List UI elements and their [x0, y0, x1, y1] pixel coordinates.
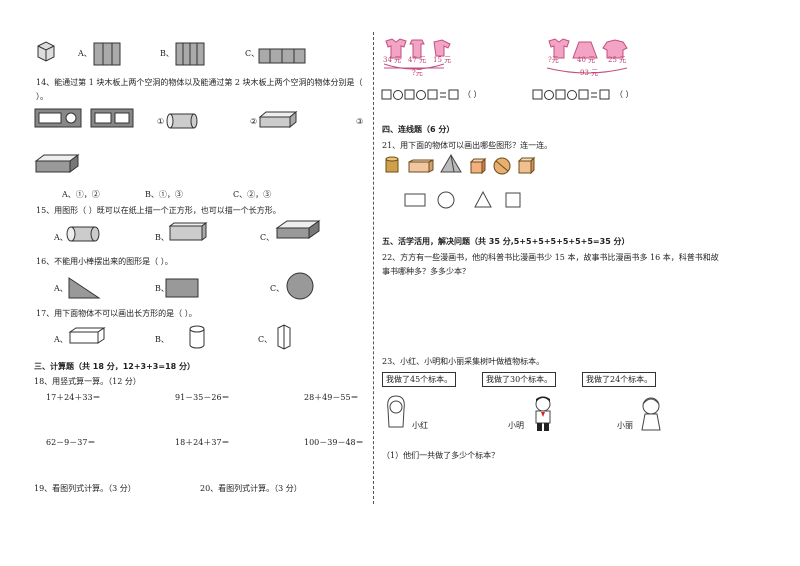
- q14-close: ）。: [36, 92, 48, 101]
- q22-line2: 事书哪种多？多多少本？: [382, 267, 470, 276]
- q14-circled-2: ②: [250, 117, 258, 126]
- name-xiaohong: 小红: [412, 421, 428, 430]
- wire-cuboid-icon: [68, 327, 106, 344]
- shapes-row: [404, 190, 521, 209]
- q14-circled-1: ①: [157, 117, 165, 126]
- column-divider: [373, 32, 374, 504]
- q13-option-c[interactable]: C、: [245, 49, 260, 58]
- section3-title: 三、计算题（共 18 分，12+3+3=18 分）: [34, 362, 195, 371]
- q17-option-c[interactable]: C、: [258, 335, 273, 344]
- bubble-xiaohong: 我做了45个标本。: [382, 372, 457, 387]
- price-right-3: 25 元: [608, 56, 627, 64]
- boy-xiaoming-icon: [535, 396, 551, 431]
- q13-option-b[interactable]: B、: [160, 49, 174, 58]
- q17-option-b[interactable]: B、: [155, 335, 169, 344]
- equation-frame-left: [381, 89, 459, 100]
- q18-problem-2: 91－35－26＝: [175, 393, 230, 402]
- wire-prism-icon: [277, 324, 291, 350]
- long-box-icon: [34, 154, 80, 173]
- flat-box-icon: [275, 220, 321, 239]
- q23-sub1: （1）他们一共做了多少个标本？: [382, 451, 500, 460]
- q22-line1: 22、方方有一些漫画书，他的科普书比漫画书少 15 本，故事书比漫画书多 16 …: [382, 253, 719, 262]
- q18-problem-4: 62－9－37＝: [46, 438, 96, 447]
- unfolded-net-a-icon: [93, 42, 121, 66]
- q15-option-a[interactable]: A、: [54, 233, 68, 242]
- girl-xiaoli-icon: [641, 397, 661, 431]
- q16-option-b[interactable]: B、: [155, 284, 169, 293]
- q16-text: 16、不能用小棒摆出来的图形是（ ）。: [36, 257, 173, 266]
- price-left-2: 47 元: [408, 56, 427, 64]
- q18-problem-3: 28＋49－55＝: [304, 393, 359, 402]
- q18-problem-6: 100－39－48＝: [304, 438, 364, 447]
- q14-option-c[interactable]: C、②，③: [233, 190, 272, 199]
- box-icon: [469, 157, 487, 175]
- bubble-xiaoli: 我做了24个标本。: [582, 372, 657, 387]
- q19-text: 19、看图列式计算。（3 分）: [34, 484, 136, 493]
- name-xiaoming: 小明: [508, 421, 524, 430]
- q14-option-b[interactable]: B、①，③: [145, 190, 183, 199]
- q17-text: 17、用下面物体不可以画出长方形的是（ ）。: [36, 309, 197, 318]
- q15-option-b[interactable]: B、: [155, 233, 169, 242]
- cylinder-icon: [166, 113, 198, 129]
- ball-icon: [493, 157, 511, 175]
- clothing-right-icon: [546, 38, 628, 74]
- q16-option-c[interactable]: C、: [270, 284, 285, 293]
- q21-text: 21、用下面的物体可以画出哪些图形？连一连。: [382, 141, 553, 150]
- bubble-xiaoming: 我做了30个标本。: [482, 372, 557, 387]
- q18-problem-5: 18＋24＋37＝: [175, 438, 230, 447]
- name-xiaoli: 小丽: [617, 421, 633, 430]
- board-2-icon: [90, 108, 134, 128]
- wire-cylinder-icon: [189, 325, 205, 349]
- q17-option-a[interactable]: A、: [54, 335, 68, 344]
- price-left-total: ?元: [412, 69, 423, 77]
- price-left-3: 15 元: [433, 56, 452, 64]
- circle-icon: [286, 272, 314, 300]
- q13-option-a[interactable]: A、: [78, 49, 92, 58]
- book-icon: [408, 159, 434, 173]
- q18-problem-1: 17＋24＋33＝: [46, 393, 101, 402]
- triangle-icon: [68, 277, 101, 299]
- cube-icon: [37, 41, 55, 62]
- unfolded-net-b-icon: [175, 42, 205, 66]
- section5-title: 五、活学活用，解决问题（共 35 分,5+5+5+5+5+5+5=35 分）: [382, 237, 630, 246]
- price-right-total: 93 元: [580, 69, 599, 77]
- price-right-2: 40 元: [577, 56, 596, 64]
- equation-paren-right[interactable]: （ ）: [615, 90, 634, 99]
- pyramid-icon: [440, 154, 462, 173]
- q15-text: 15、用图形（ ）既可以在纸上描一个正方形，也可以描一个长方形。: [36, 206, 281, 215]
- flat-box-icon: [258, 110, 298, 129]
- girl-xiaohong-icon: [387, 395, 405, 428]
- q15-option-c[interactable]: C、: [260, 233, 275, 242]
- q14-circled-3: ③: [356, 117, 364, 126]
- cylinder-icon: [66, 226, 100, 242]
- q16-option-a[interactable]: A、: [54, 284, 68, 293]
- unfolded-net-c-icon: [258, 48, 306, 64]
- equation-paren-left[interactable]: （ ）: [463, 90, 482, 99]
- q14-text: 14、能通过第 1 块木板上两个空洞的物体以及能通过第 2 块木板上两个空洞的物…: [36, 78, 363, 87]
- price-left-1: 34 元: [383, 56, 402, 64]
- q14-option-a[interactable]: A、①，②: [62, 190, 100, 199]
- equation-frame-right: [532, 89, 610, 100]
- section4-title: 四、连线题（6 分）: [382, 125, 455, 134]
- q23-text: 23、小红、小明和小丽采集树叶做植物标本。: [382, 357, 545, 366]
- cup-icon: [385, 156, 399, 173]
- rectangle-icon: [165, 278, 199, 298]
- q18-text: 18、用竖式算一算。（12 分）: [34, 377, 141, 386]
- q20-text: 20、看图列式计算。（3 分）: [200, 484, 302, 493]
- board-1-icon: [34, 108, 82, 128]
- cube-icon: [517, 156, 536, 175]
- price-right-1: ?元: [548, 56, 559, 64]
- cuboid-icon: [168, 222, 208, 241]
- clothing-left-icon: [383, 38, 451, 70]
